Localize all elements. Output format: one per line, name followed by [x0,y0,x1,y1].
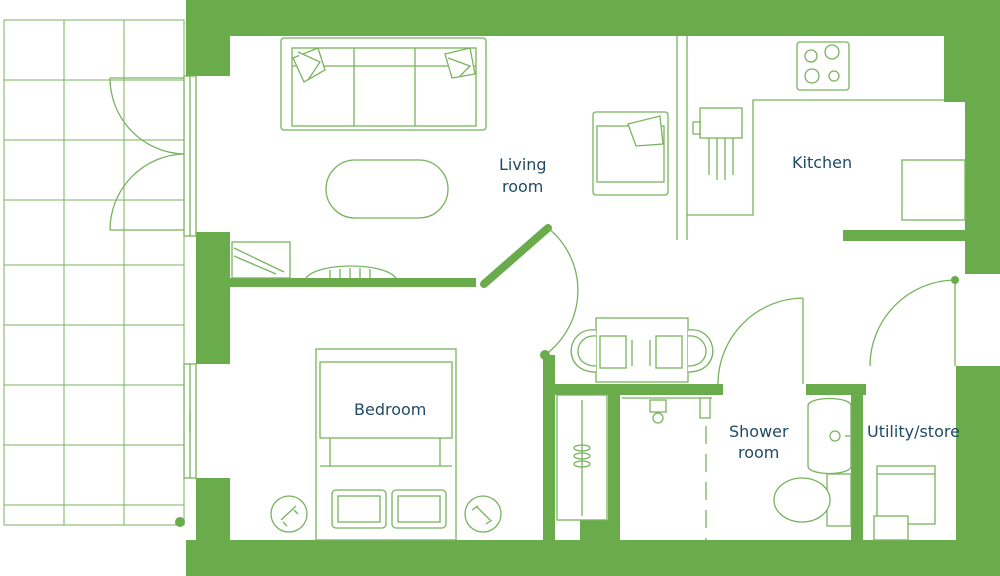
label-bedroom: Bedroom [354,400,426,419]
utility-unit [873,515,909,541]
bedside-table-left [270,495,308,533]
dining-set [570,317,714,383]
walls [175,0,1000,576]
toilet [773,473,852,527]
tv-unit [231,241,397,279]
armchair [592,111,669,196]
window-living [183,75,197,237]
shower-room-door [717,297,804,385]
kitchen-counter [687,41,966,221]
balcony-double-door [109,77,185,231]
wardrobe [556,394,608,521]
utility-store-door [869,276,959,367]
washbasin [807,397,852,475]
window-bedroom [183,363,197,479]
label-shower-room-line1: Shower [729,422,789,441]
shower-fixtures [622,397,712,540]
label-utility-store: Utility/store [867,422,960,441]
double-bed [315,348,457,541]
label-kitchen: Kitchen [792,153,852,172]
living-room-door [480,224,579,360]
sofa [280,37,487,131]
kitchen-partition [676,36,688,240]
washing-machine [876,465,936,525]
balcony-terrace [3,19,185,526]
label-shower-room-line2: room [738,443,779,462]
bedside-table-right [464,495,502,533]
label-living-room-line2: room [502,177,543,196]
label-living-room-line1: Living [499,155,547,174]
coffee-table [325,159,449,219]
